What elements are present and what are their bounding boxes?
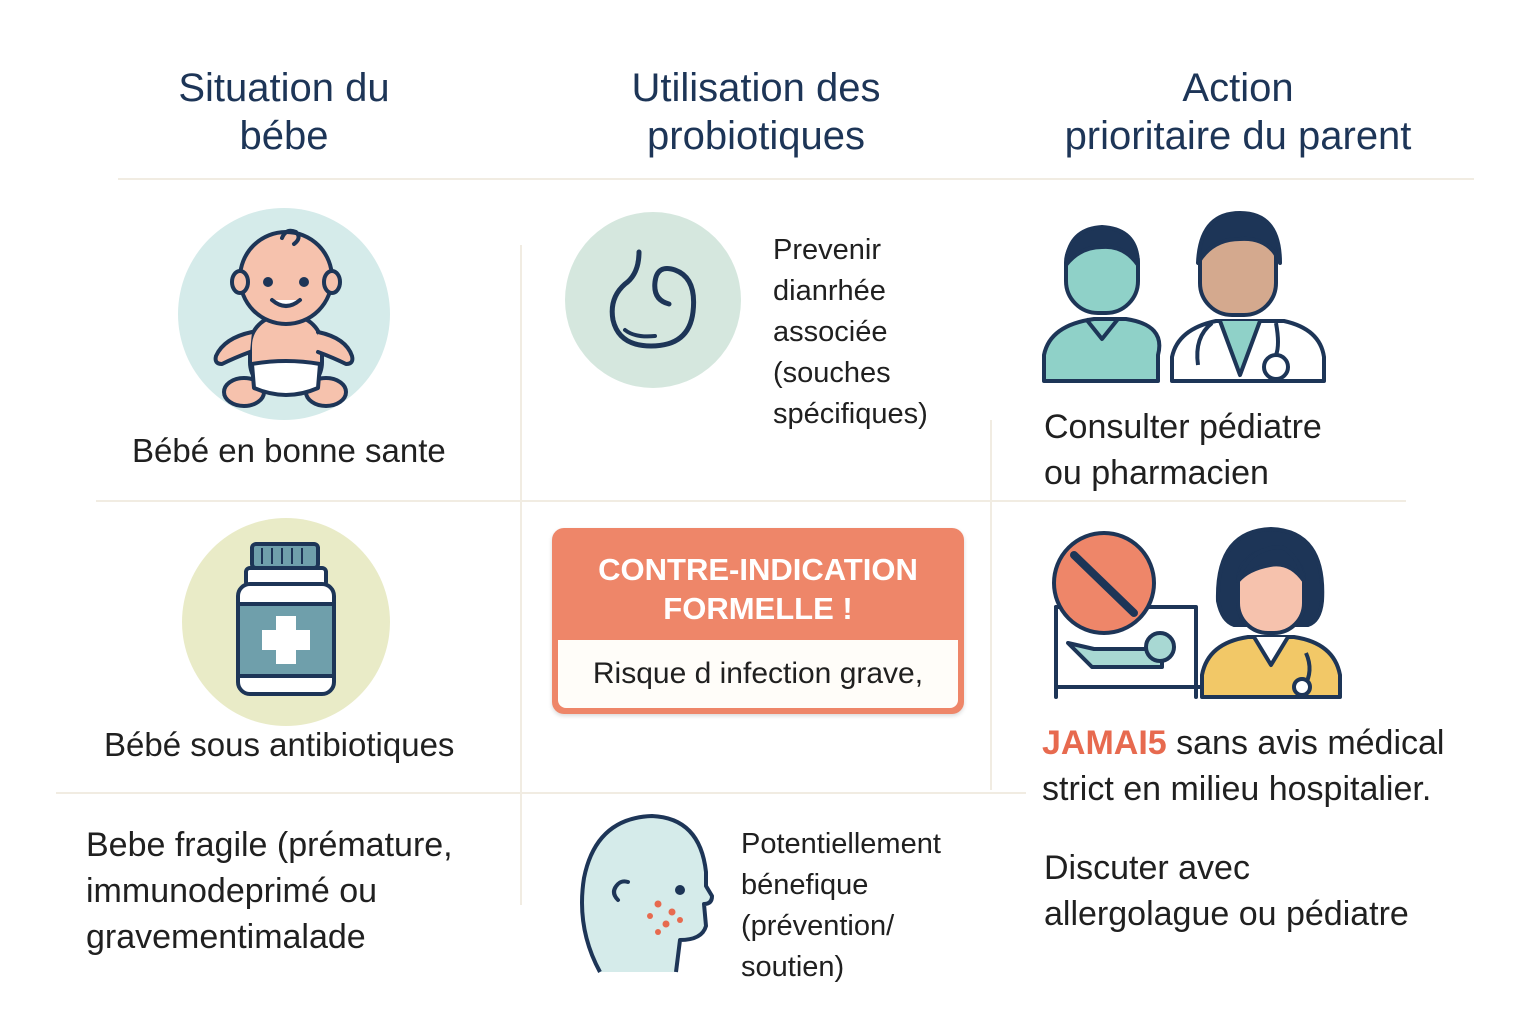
never-line-rest: sans avis médical [1166,724,1445,762]
situation-healthy-baby: Bébé en bonne sante [132,432,446,469]
never-emphasis: JAMAI5 [1042,724,1167,762]
row-divider-1 [96,500,1406,502]
action-hospital-setting: strict en milieu hospitalier. [1042,770,1432,808]
child-head-icon [570,808,720,978]
header-divider [118,178,1474,180]
medicine-bottle-icon [182,518,390,726]
header-probiotics-use: Utilisation des probiotiques [631,66,881,158]
parent-and-doctor-icon [1040,205,1330,387]
action-never-without-medical-advice: JAMAI5 sans avis médical [1042,720,1444,766]
situation-fragile-baby: Bebe fragile (prématurе, immunodeprimé o… [86,826,453,956]
usage-potentially-beneficial: Potentiellement bénefique (prévention/ s… [741,828,941,983]
row-divider-2 [56,792,1026,794]
action-discuss-allergist: Discuter avec allergolague ou pédiatre [1044,849,1409,933]
column-divider-1 [520,245,522,905]
stomach-icon [565,212,741,388]
prohibited-hospital-bed-icon [1050,525,1210,700]
usage-prevent-diarrhea: Prevenir dianrhée associée (souches spéc… [773,234,928,430]
contraindication-box: CONTRE-INDICATION FORMELLE ! Risque d in… [552,528,964,714]
female-doctor-icon [1198,525,1344,700]
action-consult-pediatrician: Consulter pédiatre ou pharmacien [1044,408,1322,492]
situation-baby-on-antibiotics: Bébé sous antibiotiques [104,726,455,763]
column-divider-2 [990,420,992,790]
header-parent-action: Action prioritaire du parent [1064,66,1412,158]
baby-icon [178,208,390,420]
infection-risk-text: Risque d infection grave, [558,640,958,708]
contraindication-title: CONTRE-INDICATION FORMELLE ! [598,552,918,626]
header-situation: Situation du bébe [178,66,390,158]
